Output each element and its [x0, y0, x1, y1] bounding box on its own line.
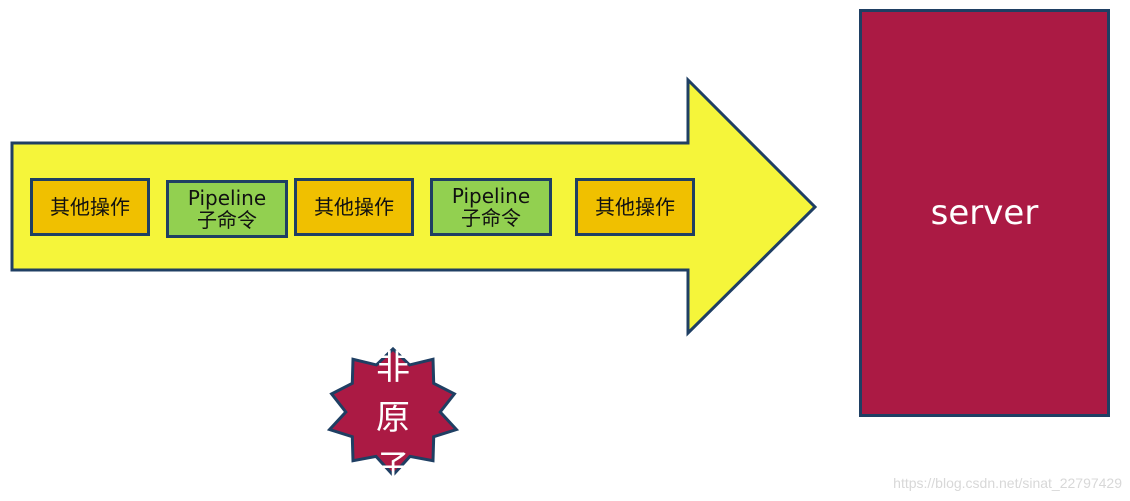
box-label-line: 子命令: [461, 206, 521, 230]
burst-shape: [326, 346, 460, 478]
badge-char-2: 原: [376, 398, 410, 438]
non-atomic-badge: 非 原 子: [362, 348, 424, 488]
server-label: server: [930, 193, 1039, 233]
op-box-3: 其他操作: [575, 178, 695, 236]
server-box: server: [859, 9, 1110, 417]
box-label-line: 其他操作: [595, 195, 675, 219]
badge-char-3: 子: [376, 448, 410, 488]
watermark-text: https://blog.csdn.net/sinat_22797429: [893, 475, 1122, 491]
box-label-line: 子命令: [197, 208, 257, 232]
op-box-1: 其他操作: [30, 178, 150, 236]
box-label-line: Pipeline: [187, 186, 267, 210]
op-box-2: 其他操作: [294, 178, 414, 236]
box-label-line: 其他操作: [314, 195, 394, 219]
badge-char-1: 非: [376, 348, 410, 388]
box-label-line: Pipeline: [451, 184, 531, 208]
box-label-line: 其他操作: [50, 195, 130, 219]
